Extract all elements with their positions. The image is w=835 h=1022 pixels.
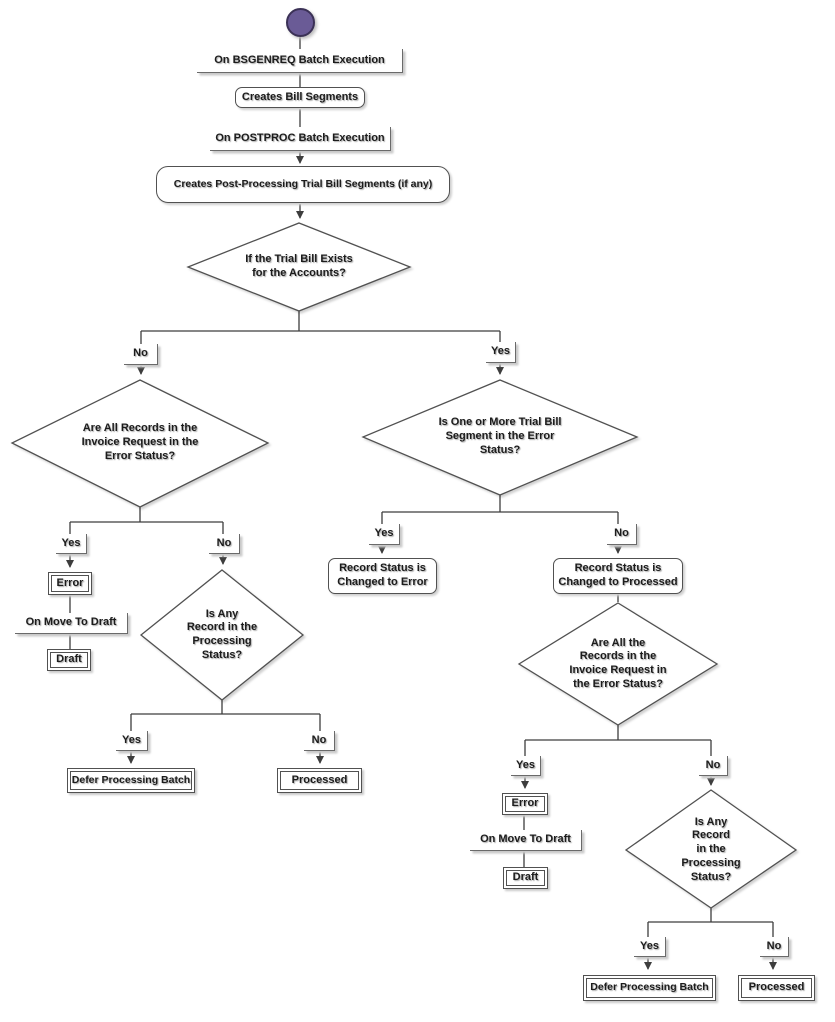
branch-label-no: No xyxy=(607,524,637,545)
state-processed: Processed xyxy=(277,768,362,793)
decision-right-all-records-error-text: Are All the Records in the Invoice Reque… xyxy=(569,636,667,690)
event-label-on-move-to-draft: On Move To Draft xyxy=(15,613,128,634)
state-defer-processing-batch: Defer Processing Batch xyxy=(67,768,195,793)
branch-label-yes: Yes xyxy=(634,937,666,957)
start-circle-icon xyxy=(286,8,315,37)
step-record-status-changed-to-processed: Record Status is Changed to Processed xyxy=(553,558,683,594)
decision-left-any-record-processing-text: Is Any Record in the Processing Status? xyxy=(186,607,258,661)
state-processed: Processed xyxy=(738,975,815,1001)
decision-left-all-records-error-shape xyxy=(10,379,270,508)
decision-right-any-record-processing-shape xyxy=(624,789,798,909)
branch-label-yes: Yes xyxy=(369,524,400,545)
branch-label-yes: Yes xyxy=(56,534,87,554)
event-label-on-bsgenreq: On BSGENREQ Batch Execution xyxy=(197,49,403,73)
state-draft: Draft xyxy=(503,867,548,889)
branch-label-no: No xyxy=(760,937,789,957)
decision-trial-bill-exists-shape xyxy=(186,222,412,312)
decision-diamonds xyxy=(10,222,798,909)
state-error: Error xyxy=(502,793,548,815)
branch-label-no: No xyxy=(699,756,728,776)
state-defer-processing-batch: Defer Processing Batch xyxy=(583,975,716,1001)
step-creates-post-processing: Creates Post-Processing Trial Bill Segme… xyxy=(156,166,450,203)
event-label-on-move-to-draft: On Move To Draft xyxy=(470,830,582,851)
branch-label-yes: Yes xyxy=(116,731,148,751)
state-draft: Draft xyxy=(47,649,91,671)
state-error: Error xyxy=(48,572,92,595)
branch-label-yes: Yes xyxy=(486,342,516,363)
decision-left-any-record-processing-shape xyxy=(139,569,305,701)
decision-right-all-records-error-shape xyxy=(517,602,719,726)
branch-label-no: No xyxy=(209,534,240,554)
decision-right-any-record-processing-text: Is Any Record in the Processing Status? xyxy=(681,815,741,883)
branch-label-no: No xyxy=(124,344,158,365)
decision-right-one-or-more-error-shape xyxy=(361,379,639,496)
branch-label-yes: Yes xyxy=(511,756,541,776)
decision-right-one-or-more-error-text: Is One or More Trial Bill Segment in the… xyxy=(438,416,562,456)
decision-trial-bill-exists-text: If the Trial Bill Exists for the Account… xyxy=(245,253,353,279)
branch-label-no: No xyxy=(304,731,335,751)
step-record-status-changed-to-error: Record Status is Changed to Error xyxy=(328,558,437,594)
event-label-on-postproc: On POSTPROC Batch Execution xyxy=(210,127,391,151)
decision-left-all-records-error-text: Are All Records in the Invoice Request i… xyxy=(81,422,199,462)
step-creates-bill-segments: Creates Bill Segments xyxy=(235,87,365,108)
